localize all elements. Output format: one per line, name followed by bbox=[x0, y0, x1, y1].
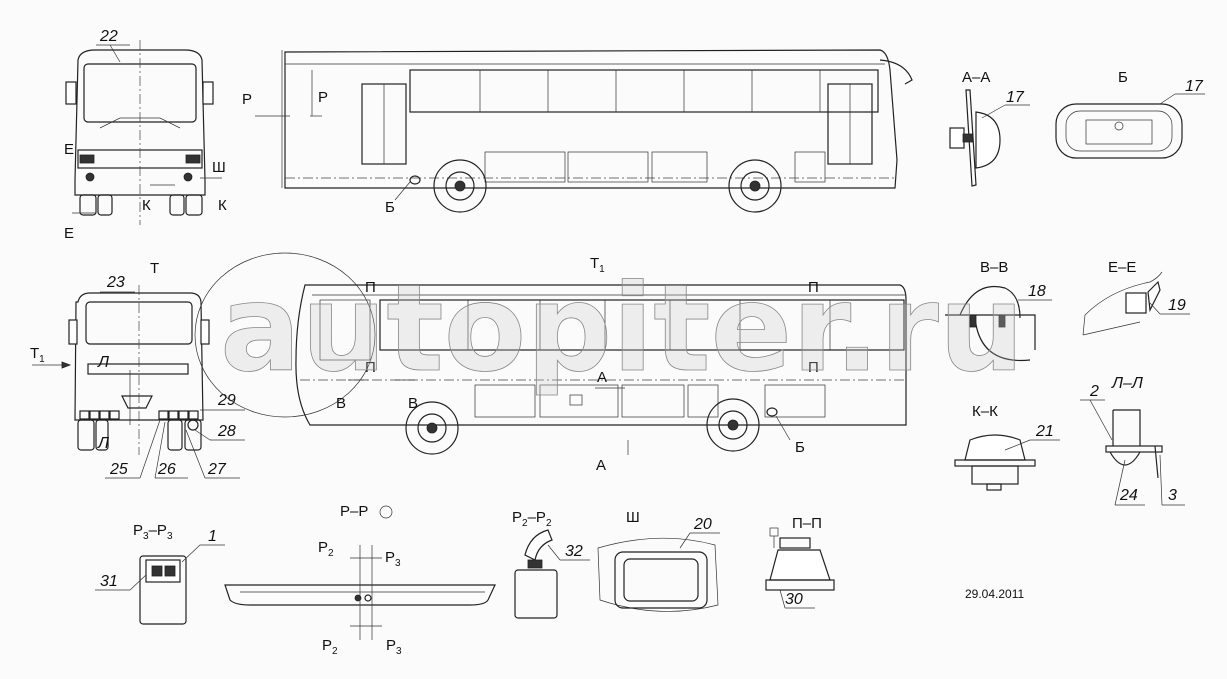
callout-25: 25 bbox=[109, 461, 128, 478]
callout-24: 24 bbox=[1119, 487, 1138, 504]
section-l-l: Л–Л 2 24 3 bbox=[1080, 375, 1185, 506]
mark-p3-bottom: Р3 bbox=[386, 637, 402, 657]
section-title: Р–Р bbox=[340, 503, 368, 520]
rear-view-title: Т bbox=[150, 260, 159, 277]
view-arrow-t1: Т1 bbox=[30, 345, 45, 365]
section-title: Р2–Р2 bbox=[512, 509, 552, 529]
callout-17-b: 17 bbox=[1185, 78, 1204, 95]
callout-17: 17 bbox=[1006, 89, 1025, 106]
section-title: В–В bbox=[980, 259, 1008, 276]
section-mark-k-left: К bbox=[142, 197, 151, 214]
section-e-e: Е–Е 19 bbox=[1082, 259, 1190, 336]
section-r2-r2: Р2–Р2 32 bbox=[512, 509, 590, 619]
callout-22: 22 bbox=[99, 28, 118, 45]
view-title: Ш bbox=[626, 509, 640, 526]
callout-26: 26 bbox=[157, 461, 176, 478]
front-view: 22 Е Е Ш К К bbox=[64, 28, 227, 242]
side-view-top: Р Р Б bbox=[242, 49, 913, 216]
callout-28: 28 bbox=[217, 423, 236, 440]
section-title: П–П bbox=[792, 515, 822, 532]
view-mark-b-bottom: Б bbox=[795, 439, 805, 456]
section-mark-a-bottom: А bbox=[596, 457, 606, 474]
callout-1: 1 bbox=[208, 528, 217, 545]
section-mark-l-bottom: Л bbox=[97, 435, 109, 452]
section-v-v: В–В 18 bbox=[945, 259, 1052, 362]
section-title: К–К bbox=[972, 403, 998, 420]
section-mark-e-bottom: Е bbox=[64, 225, 74, 242]
section-mark-r-left: Р bbox=[242, 91, 252, 108]
section-mark-l-top: Л bbox=[97, 354, 109, 371]
section-mark-v-1: В bbox=[336, 395, 346, 412]
section-mark-a-top: А bbox=[597, 369, 607, 386]
section-mark-k-right: К bbox=[218, 197, 227, 214]
section-p-p: П–П 30 bbox=[765, 515, 835, 609]
watermark: autopiter.ru bbox=[220, 260, 1024, 399]
mark-p2-top: Р2 bbox=[318, 539, 334, 559]
callout-29: 29 bbox=[217, 392, 236, 409]
view-b: Б 17 bbox=[1055, 69, 1205, 159]
callout-27: 27 bbox=[207, 461, 227, 478]
section-k-k: К–К 21 bbox=[954, 403, 1060, 491]
callout-3: 3 bbox=[1168, 487, 1177, 504]
callout-19: 19 bbox=[1168, 297, 1186, 314]
callout-18: 18 bbox=[1028, 283, 1046, 300]
rear-view: Т 23 Т1 Л Л 29 28 25 26 27 bbox=[30, 260, 245, 479]
section-a-a: А–А 17 bbox=[949, 69, 1030, 187]
section-title: Л–Л bbox=[1111, 375, 1143, 392]
section-mark-e-top: Е bbox=[64, 141, 74, 158]
mark-p2-bottom: Р2 bbox=[322, 637, 338, 657]
section-mark-r-right: Р bbox=[318, 89, 328, 106]
callout-32: 32 bbox=[565, 543, 583, 560]
mark-p3-top: Р3 bbox=[385, 549, 401, 569]
view-sh: Ш 20 bbox=[597, 509, 720, 612]
side-view-bottom: Т1 П П П П В В А А Б bbox=[194, 252, 907, 474]
section-mark-sh: Ш bbox=[212, 159, 226, 176]
section-mark-p-1: П bbox=[365, 279, 376, 296]
view-title: Б bbox=[1118, 69, 1128, 86]
callout-31: 31 bbox=[100, 573, 118, 590]
section-mark-p-2: П bbox=[365, 359, 376, 376]
section-title: Е–Е bbox=[1108, 259, 1136, 276]
callout-30: 30 bbox=[785, 591, 803, 608]
side-view-title: Т1 bbox=[590, 255, 605, 275]
section-title: Р3–Р3 bbox=[133, 522, 173, 542]
section-title: А–А bbox=[962, 69, 990, 86]
drawing-date: 29.04.2011 bbox=[965, 587, 1024, 601]
callout-23: 23 bbox=[106, 274, 125, 291]
section-r-r: Р–Р Р2 Р3 Р2 Р3 bbox=[224, 503, 496, 657]
callout-20: 20 bbox=[693, 516, 712, 533]
section-mark-p-3: П bbox=[808, 279, 819, 296]
section-r3-r3: Р3–Р3 1 31 bbox=[95, 522, 225, 625]
section-mark-v-2: В bbox=[408, 395, 418, 412]
section-mark-p-4: П bbox=[808, 359, 819, 376]
callout-2: 2 bbox=[1089, 383, 1099, 400]
callout-21: 21 bbox=[1035, 423, 1054, 440]
view-mark-b-top: Б bbox=[385, 199, 395, 216]
